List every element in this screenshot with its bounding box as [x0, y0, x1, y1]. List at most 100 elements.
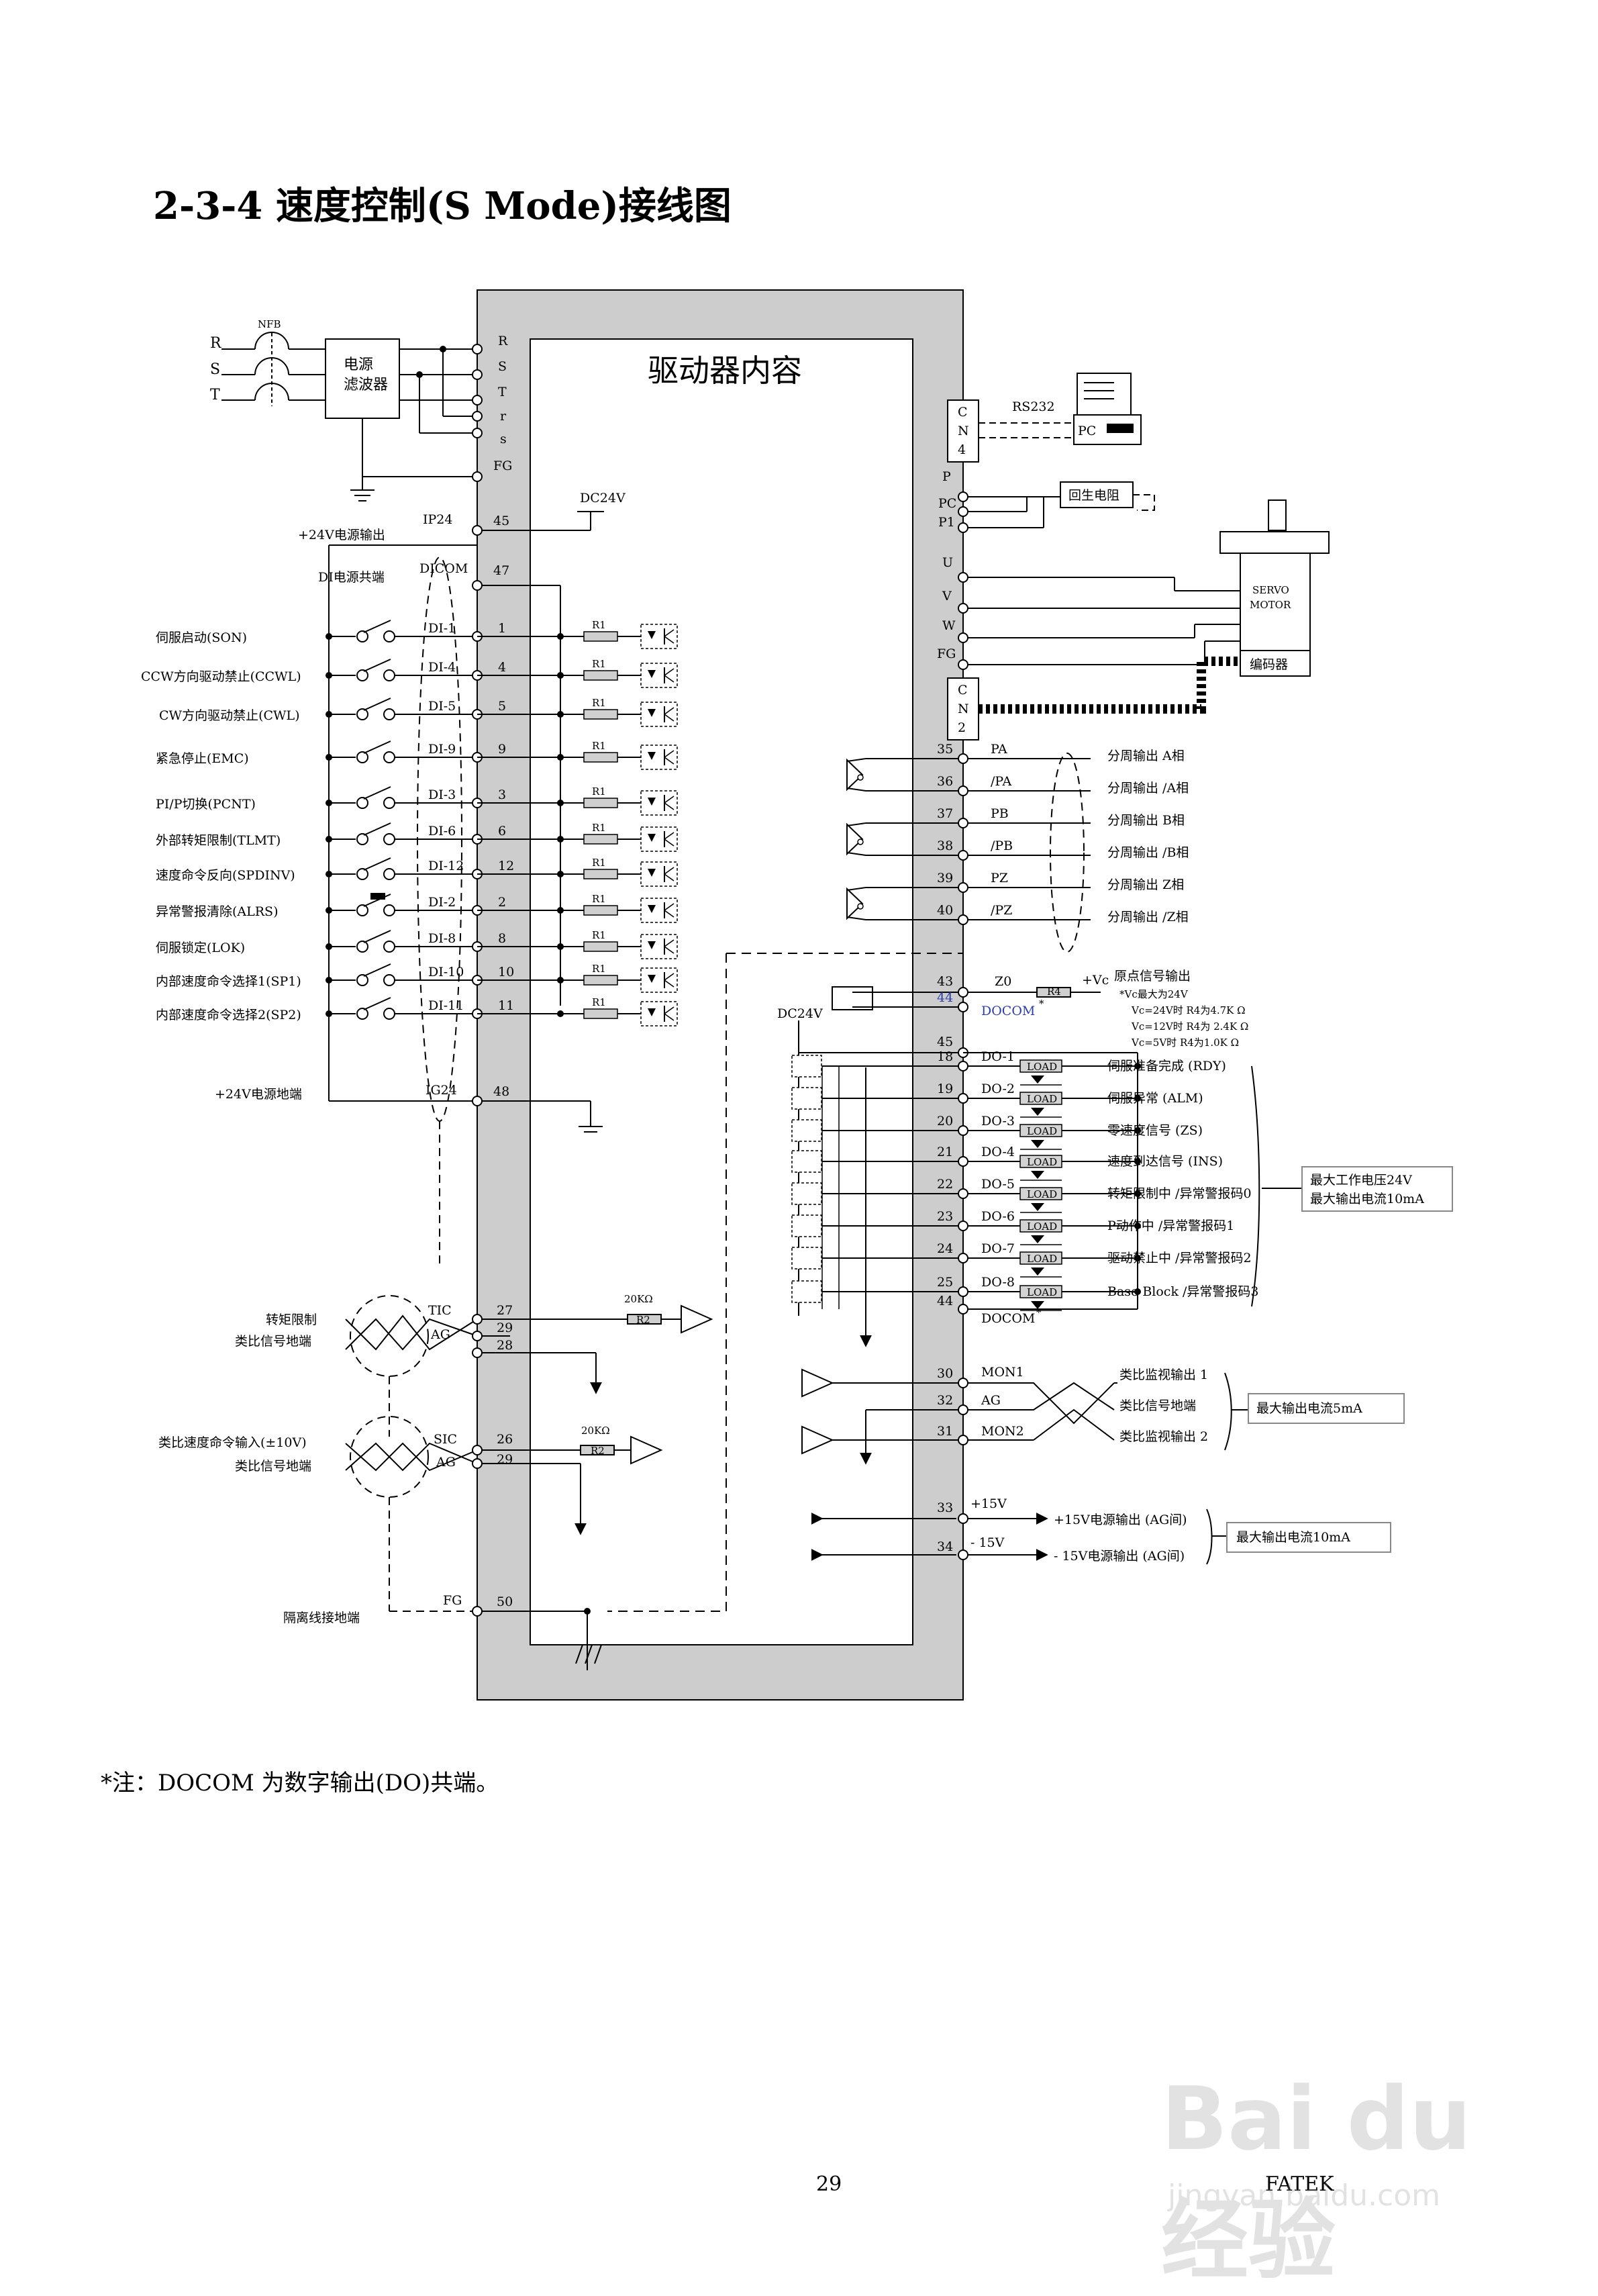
nfb-label: NFB: [258, 318, 281, 330]
drive-title: 驱动器内容: [648, 352, 802, 389]
mon-pin-32: 32: [937, 1393, 953, 1408]
mon-desc-ag: 类比信号地端: [1119, 1398, 1196, 1413]
pwr-desc-2: - 15V电源输出 (AG间): [1054, 1549, 1185, 1564]
di-name: DI-8: [428, 931, 456, 946]
pin-26: 26: [497, 1432, 513, 1447]
shield-desc: 隔离线接地端: [283, 1611, 360, 1625]
do-name: DO-5: [981, 1177, 1015, 1192]
page-heading: 2-3-4 速度控制(S Mode)接线图: [153, 184, 732, 228]
diode-icon: [1031, 1075, 1044, 1084]
cn4-letter-n: N: [958, 424, 969, 438]
page-number: 29: [816, 2172, 842, 2196]
cn2-letter-c: C: [958, 683, 968, 698]
origin-note-1: *Vc最大为24V: [1119, 988, 1189, 1000]
dicom-pin: 47: [493, 563, 509, 578]
switch-contact: [363, 822, 391, 836]
encoder-desc: 分周输出 /A相: [1107, 781, 1189, 796]
di-desc: PI/P切换(PCNT): [156, 797, 256, 812]
encoder-name: /PA: [991, 774, 1011, 789]
line-driver-icon: [846, 758, 864, 792]
encoder-pin: 38: [937, 839, 953, 853]
terminal-T: T: [498, 385, 507, 399]
pwr-pin-34: 34: [937, 1539, 953, 1554]
do-desc: Base Block /异常警报码3: [1107, 1284, 1259, 1299]
optocoupler-icon: [640, 745, 678, 770]
switch-contact: [363, 698, 391, 711]
optocoupler-icon: [640, 1001, 678, 1026]
di-name: DI-3: [428, 787, 456, 802]
r1-label: R1: [592, 658, 606, 670]
origin-note-2: Vc=24V时 R4为4.7K Ω: [1131, 1004, 1246, 1016]
drive-body: 驱动器内容: [477, 289, 964, 1701]
r1-resistor: [583, 670, 618, 681]
filter-label-1: 电源: [344, 356, 373, 373]
diode-icon: [1031, 1235, 1044, 1243]
optocoupler-icon: [640, 967, 678, 993]
r1-resistor: [583, 752, 618, 763]
di-pin: 4: [498, 660, 506, 675]
switch-contact: [363, 786, 391, 800]
mon-name-ag: AG: [981, 1393, 1001, 1408]
do-pin: 25: [937, 1275, 953, 1290]
do-desc: P动作中 /异常警报码1: [1107, 1218, 1234, 1233]
terminal-r: r: [500, 409, 507, 424]
optocoupler-icon: [640, 702, 678, 727]
ig24-section: IG24 48 +24V电源地端: [215, 557, 603, 1265]
diode-icon: [1031, 1171, 1044, 1179]
di-desc: 紧急停止(EMC): [156, 751, 249, 766]
encoder-pin: 36: [937, 774, 953, 789]
do-limit-1: 最大工作电压24V: [1310, 1173, 1412, 1188]
do-pin: 22: [937, 1177, 953, 1192]
switch-contact: [363, 997, 391, 1010]
di-name: DI-6: [428, 824, 456, 839]
do-name: DO-8: [981, 1275, 1015, 1290]
di-pin: 9: [498, 742, 506, 757]
shield-fg-name: FG: [443, 1593, 462, 1608]
encoder-name: PA: [991, 742, 1007, 757]
watermark-url: jingyan.baidu.com: [1168, 2179, 1441, 2213]
shield-ground-section: FG 50 隔离线接地端: [283, 953, 963, 1670]
do-desc: 零速度信号 (ZS): [1107, 1123, 1203, 1138]
di-pin: 2: [498, 895, 506, 910]
di-name: DI-1: [428, 621, 456, 636]
pin-28: 28: [497, 1338, 513, 1353]
di-desc: 速度命令反向(SPDINV): [156, 868, 295, 883]
r1-label: R1: [592, 619, 606, 631]
regen-P: P: [942, 469, 951, 484]
origin-note-4: Vc=5V时 R4为1.0K Ω: [1131, 1037, 1239, 1049]
encoder-pin: 39: [937, 871, 953, 886]
di-desc: 外部转矩限制(TLMT): [156, 833, 281, 848]
terminal-FG: FG: [493, 459, 512, 473]
diode-icon: [1031, 1301, 1044, 1309]
ip24-name: IP24: [423, 512, 452, 527]
do-name: DO-4: [981, 1145, 1015, 1159]
do-desc: 速度到达信号 (INS): [1107, 1154, 1223, 1169]
r1-resistor: [583, 798, 618, 808]
do-pin: 19: [937, 1082, 953, 1096]
di-pin: 5: [498, 699, 506, 714]
do-pin: 18: [937, 1049, 953, 1064]
mon-name-2: MON2: [981, 1424, 1024, 1439]
diode-icon: [1031, 1203, 1044, 1211]
speed-desc-2: 类比信号地端: [235, 1459, 311, 1474]
dicom-name: DICOM: [419, 561, 468, 576]
do-name: DO-2: [981, 1082, 1015, 1096]
switch-contact: [363, 857, 391, 871]
pin-27: 27: [497, 1303, 513, 1318]
switch-contact: [363, 930, 391, 943]
terminal-s: s: [500, 432, 507, 446]
r1-label: R1: [592, 996, 606, 1008]
do-desc: 伺服异常 (ALM): [1107, 1091, 1203, 1106]
encoder-name: PB: [991, 806, 1009, 821]
do-optocoupler-icon: [791, 1055, 822, 1078]
r1-label: R1: [592, 929, 606, 941]
